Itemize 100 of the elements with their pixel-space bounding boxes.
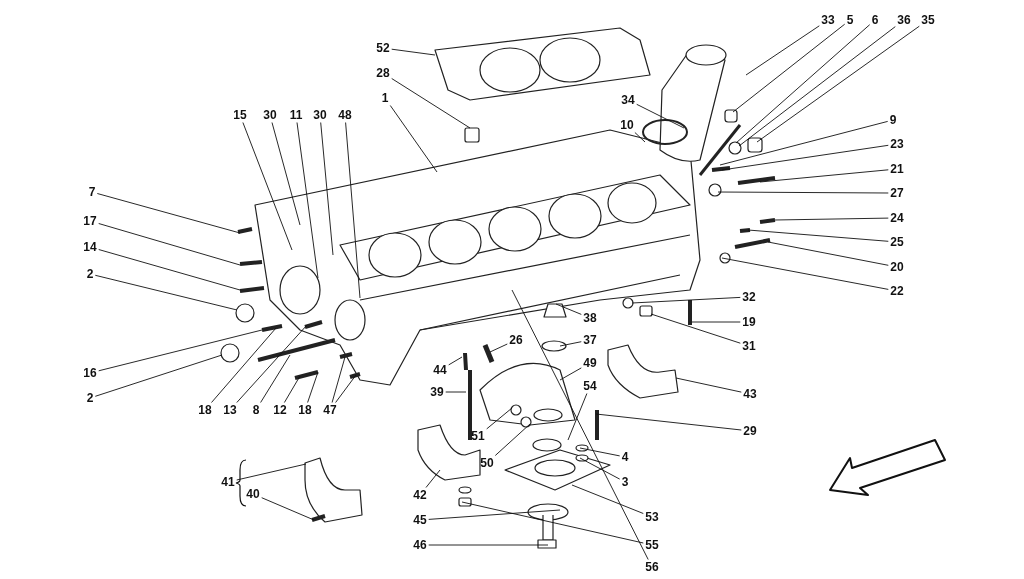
callout-number: 48	[337, 108, 353, 122]
callout-number: 40	[245, 487, 261, 501]
leader-line	[307, 371, 319, 403]
callout-number: 34	[620, 93, 636, 107]
leader-line	[571, 484, 644, 514]
leader-line	[631, 296, 741, 304]
leader-line	[719, 120, 889, 166]
callout-number: 22	[889, 284, 905, 298]
callout-number: 10	[619, 118, 635, 132]
leader-line	[428, 509, 561, 520]
callout-number: 24	[889, 211, 905, 225]
leader-line	[296, 122, 319, 279]
leader-line	[489, 343, 508, 353]
leader-line	[335, 374, 357, 403]
leader-line	[721, 257, 889, 290]
callout-number: 56	[644, 560, 660, 574]
leader-line	[747, 229, 889, 242]
callout-number: 39	[429, 385, 445, 399]
callout-number: 27	[889, 186, 905, 200]
leader-line	[425, 469, 441, 488]
leader-line	[735, 24, 871, 144]
callout-number: 12	[272, 403, 288, 417]
callout-number: 32	[741, 290, 757, 304]
callout-number: 11	[288, 108, 304, 122]
callout-number: 21	[889, 162, 905, 176]
leader-line	[242, 122, 293, 251]
callout-number: 15	[232, 108, 248, 122]
leader-line	[691, 321, 741, 323]
leader-line	[96, 193, 241, 234]
callout-number: 2	[85, 267, 95, 281]
callout-number: 14	[82, 240, 98, 254]
leader-line	[579, 457, 621, 480]
leader-line	[448, 356, 463, 366]
callout-number: 31	[741, 339, 757, 353]
leader-line	[650, 313, 741, 344]
callout-number: 18	[197, 403, 213, 417]
leader-line	[559, 367, 582, 381]
callout-number: 2	[85, 391, 95, 405]
leader-line	[271, 122, 301, 226]
leader-line	[389, 105, 438, 173]
leader-line	[738, 26, 896, 147]
callout-number: 41	[220, 475, 236, 489]
callout-number: 47	[322, 403, 338, 417]
callout-number: 53	[644, 510, 660, 524]
leader-line	[579, 447, 621, 457]
leader-line	[331, 356, 346, 403]
leader-line	[261, 497, 315, 521]
leader-line	[559, 341, 582, 347]
callout-number: 8	[251, 403, 261, 417]
leader-line	[345, 122, 361, 299]
leader-line	[391, 48, 436, 56]
leader-line	[732, 23, 846, 113]
leader-line	[98, 223, 241, 266]
leader-line	[445, 391, 467, 393]
leader-line	[260, 354, 291, 403]
callout-number: 37	[582, 333, 598, 347]
leader-line	[283, 375, 301, 403]
callout-number: 16	[82, 366, 98, 380]
callout-number: 29	[742, 424, 758, 438]
callout-number: 49	[582, 356, 598, 370]
leader-line	[320, 122, 334, 256]
leader-line	[675, 377, 742, 393]
leader-line	[756, 25, 920, 143]
callout-number: 52	[375, 41, 391, 55]
callout-number: 26	[508, 333, 524, 347]
callout-number: 28	[375, 66, 391, 80]
leader-line	[774, 217, 889, 221]
callout-number: 44	[432, 363, 448, 377]
leader-line	[595, 413, 742, 431]
callout-number: 19	[741, 315, 757, 329]
leader-line	[767, 241, 889, 266]
leader-line	[98, 329, 263, 372]
callout-number: 51	[470, 429, 486, 443]
callout-number: 5	[845, 13, 855, 27]
callout-number: 50	[479, 456, 495, 470]
leader-line	[428, 544, 549, 546]
leader-line	[745, 25, 820, 76]
leader-line	[494, 423, 531, 456]
callout-number: 36	[896, 13, 912, 27]
leader-line	[486, 407, 513, 430]
callout-number: 54	[582, 379, 598, 393]
callout-number: 55	[644, 538, 660, 552]
leader-line	[721, 144, 889, 171]
callout-number: 3	[620, 475, 630, 489]
callout-number: 13	[222, 403, 238, 417]
callout-number: 1	[380, 91, 390, 105]
leader-line	[759, 169, 889, 183]
callout-number: 30	[262, 108, 278, 122]
callout-number: 23	[889, 137, 905, 151]
callout-number: 6	[870, 13, 880, 27]
callout-number: 7	[87, 185, 97, 199]
callout-number: 42	[412, 488, 428, 502]
callout-number: 35	[920, 13, 936, 27]
callout-number: 17	[82, 214, 98, 228]
leader-line	[94, 274, 238, 311]
callout-number: 30	[312, 108, 328, 122]
leader-line	[511, 289, 649, 560]
callout-number: 43	[742, 387, 758, 401]
leader-line	[236, 463, 307, 481]
callout-number: 4	[620, 450, 630, 464]
